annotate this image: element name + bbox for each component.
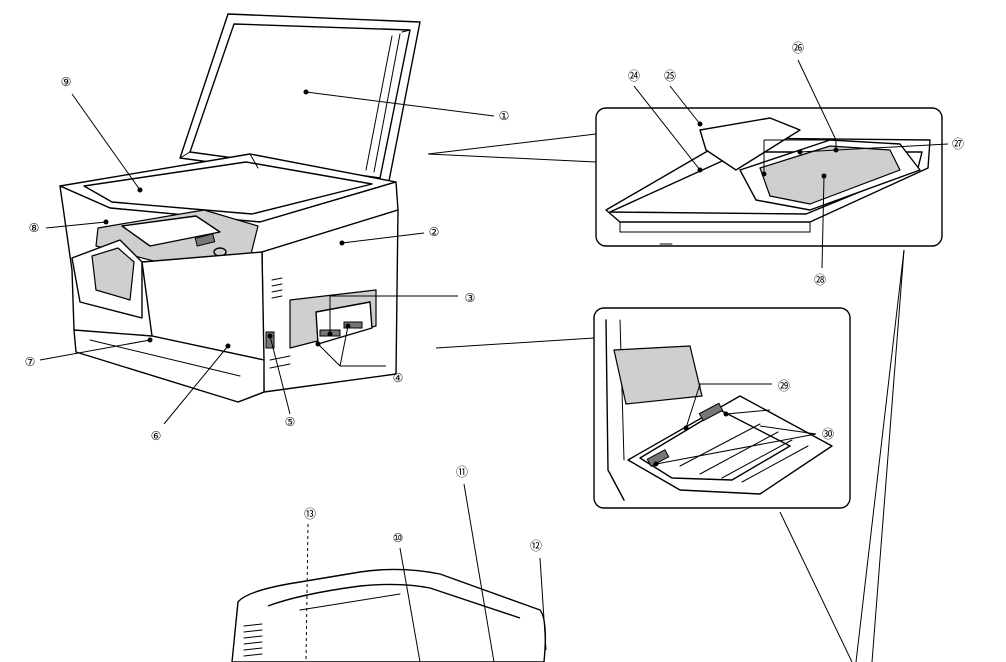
callout-labels: ① ② ③ ④ ⑤ ⑥ ⑦ ⑧ ⑨ ⑩ ⑪ ⑫ [25, 41, 964, 553]
callout-12: ⑫ [530, 539, 542, 553]
copier-rear-unit [231, 483, 547, 662]
bypass-inset [435, 307, 851, 509]
callout-27: ㉗ [952, 137, 964, 151]
callout-30: ㉚ [822, 427, 834, 441]
callout-28: ㉘ [814, 273, 826, 287]
callout-13-text: ⑬ [304, 507, 316, 521]
callout-25: ㉕ [664, 69, 676, 83]
callout-24-text: ㉔ [628, 69, 640, 83]
callout-5: ⑤ [285, 415, 296, 429]
callout-13: ⑬ [304, 507, 316, 521]
callout-29: ㉙ [778, 379, 790, 393]
callout-4-text: ④ [393, 371, 404, 385]
callout-24: ㉔ [628, 69, 640, 83]
callout-12-text: ⑫ [530, 539, 542, 553]
document-cover [179, 13, 421, 187]
callout-25-text: ㉕ [664, 69, 676, 83]
inset-pointer-a [855, 249, 905, 662]
inset-pointer-b [871, 249, 905, 662]
callout-7: ⑦ [25, 355, 36, 369]
callout-10-text: ⑩ [393, 531, 404, 545]
callout-6-text: ⑥ [151, 429, 162, 443]
callout-8: ⑧ [29, 221, 40, 235]
callout-3: ③ [465, 291, 476, 305]
callout-30-text: ㉚ [822, 427, 834, 441]
callout-1-text: ① [499, 109, 510, 123]
callout-2: ② [429, 225, 440, 239]
callout-4: ④ [393, 371, 404, 385]
callout-7-text: ⑦ [25, 355, 36, 369]
callout-10: ⑩ [393, 531, 404, 545]
callout-26-text: ㉖ [792, 41, 804, 55]
side-vents [271, 277, 283, 299]
callout-8-text: ⑧ [29, 221, 40, 235]
inset-pointer-c [779, 511, 853, 662]
callout-3-text: ③ [465, 291, 476, 305]
copier-main-unit [39, 13, 495, 425]
callout-9: ⑨ [61, 75, 72, 89]
callout-9-text: ⑨ [61, 75, 72, 89]
callout-6: ⑥ [151, 429, 162, 443]
callout-5-text: ⑤ [285, 415, 296, 429]
power-switch [265, 331, 275, 349]
main-leaders [39, 89, 495, 425]
callout-29-text: ㉙ [778, 379, 790, 393]
callout-26: ㉖ [792, 41, 804, 55]
callout-2-text: ② [429, 225, 440, 239]
callout-1: ① [499, 109, 510, 123]
radf-inset [427, 59, 949, 269]
callout-28-text: ㉘ [814, 273, 826, 287]
callout-11-text: ⑪ [456, 465, 468, 479]
callout-11: ⑪ [456, 465, 468, 479]
callout-27-text: ㉗ [952, 137, 964, 151]
rear-vents [243, 623, 263, 657]
